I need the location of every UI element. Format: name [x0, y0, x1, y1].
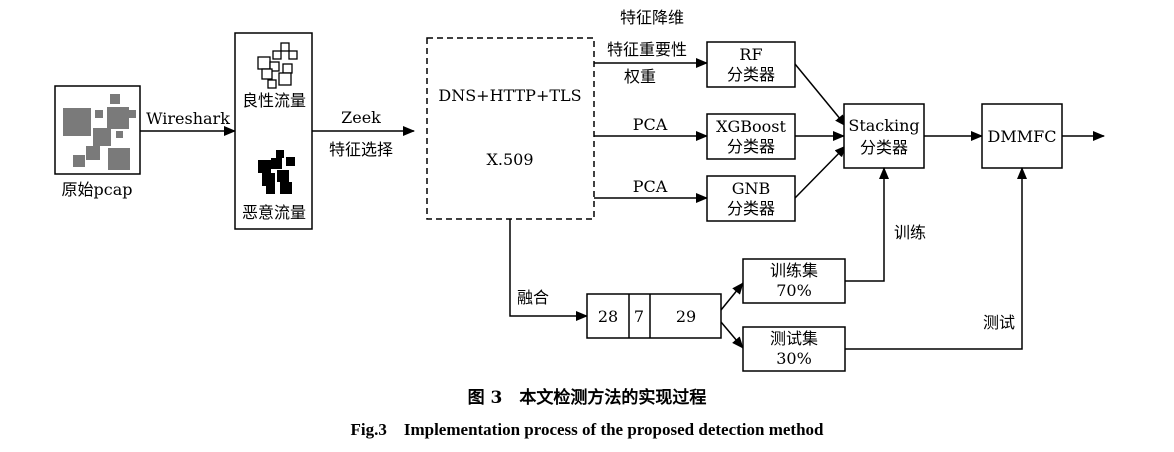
segment-28: 28: [598, 307, 618, 326]
xgb-sub-label: 分类器: [727, 137, 775, 156]
test-set-label: 测试集: [770, 329, 818, 348]
test-arrow-label: 测试: [983, 313, 1015, 332]
pca1-label: PCA: [633, 115, 668, 134]
stacking-classifier-node: Stacking 分类器: [843, 103, 925, 169]
fusion-arrow: [509, 219, 588, 321]
rf-label: RF: [739, 45, 762, 64]
dim-reduce-label: 特征降维: [620, 8, 684, 27]
importance-label: 特征重要性: [607, 40, 687, 59]
train-to-stacking-arrow: [845, 167, 889, 282]
test-set-pct: 30%: [776, 349, 812, 368]
gnb-classifier-node: GNB 分类器: [706, 175, 796, 222]
feature-select-label: 特征选择: [329, 140, 393, 159]
benign-traffic-icon: [257, 42, 298, 89]
pcap-squares-icon: [63, 94, 136, 170]
to-train-arrow: [720, 282, 744, 311]
raw-pcap-label: 原始pcap: [62, 180, 133, 199]
traffic-node: 良性流量 恶意流量: [234, 32, 313, 230]
test-to-dmmfc-arrow: [845, 167, 1027, 350]
gnb-to-stacking-arrow: [794, 145, 847, 199]
protocols-label: DNS+HTTP+TLS: [438, 86, 581, 105]
zeek-label: Zeek: [341, 108, 381, 127]
benign-traffic-label: 良性流量: [242, 91, 306, 110]
train-set-pct: 70%: [776, 281, 812, 300]
malicious-traffic-label: 恶意流量: [242, 203, 306, 222]
rf-classifier-node: RF 分类器: [706, 41, 796, 88]
test-set-node: 测试集 30%: [742, 326, 846, 372]
x509-label: X.509: [486, 150, 533, 169]
malicious-traffic-icon: [258, 150, 295, 194]
rf-sub-label: 分类器: [727, 65, 775, 84]
dmmfc-label: DMMFC: [988, 127, 1057, 146]
wireshark-label: Wireshark: [146, 109, 230, 128]
caption-cn: 图 3 本文检测方法的实现过程: [468, 387, 707, 408]
dmmfc-node: DMMFC: [981, 103, 1063, 169]
weight-label: 权重: [624, 67, 656, 86]
segment-7: 7: [634, 307, 644, 326]
train-set-label: 训练集: [770, 261, 818, 280]
stacking-label: Stacking: [848, 116, 919, 135]
raw-pcap-node: 原始pcap: [54, 85, 141, 199]
gnb-label: GNB: [732, 179, 771, 198]
train-arrow-label: 训练: [894, 223, 926, 242]
fusion-label: 融合: [517, 288, 549, 307]
xgb-label: XGBoost: [716, 117, 786, 136]
segment-29: 29: [676, 307, 696, 326]
stacking-sub-label: 分类器: [860, 138, 908, 157]
rf-to-stacking-arrow: [794, 63, 847, 127]
feature-vector-node: 28 7 29: [586, 293, 722, 339]
pca2-label: PCA: [633, 177, 668, 196]
xgb-classifier-node: XGBoost 分类器: [706, 113, 796, 160]
gnb-sub-label: 分类器: [727, 199, 775, 218]
to-test-arrow: [720, 321, 744, 349]
features-node: DNS+HTTP+TLS X.509: [426, 37, 595, 220]
caption-en: Fig.3 Implementation process of the prop…: [351, 420, 825, 439]
train-set-node: 训练集 70%: [742, 258, 846, 304]
